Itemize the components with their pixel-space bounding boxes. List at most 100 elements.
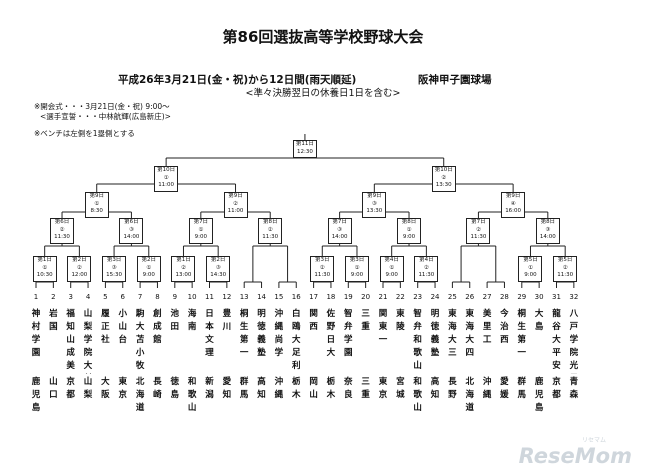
team-number: 2 <box>51 293 56 301</box>
team-prefecture: 新潟 <box>205 377 214 400</box>
team-number: 4 <box>85 293 91 301</box>
game-no: ① <box>198 226 204 233</box>
team-number: 27 <box>482 293 492 301</box>
team-number: 16 <box>291 293 301 301</box>
team-prefecture: 大阪 <box>101 377 110 400</box>
game-no: ② <box>423 264 429 271</box>
game-no: ② <box>441 174 447 181</box>
team-number: 1 <box>33 293 39 301</box>
game-no: ① <box>94 200 100 207</box>
team-prefecture: 鹿児島 <box>534 377 544 413</box>
game-day: 第4日 <box>419 257 434 263</box>
team-name: 豊川 <box>222 309 232 332</box>
team-prefecture: 徳島 <box>170 377 180 400</box>
team-prefecture: 愛媛 <box>500 377 509 400</box>
game-no: ④ <box>510 200 516 207</box>
game-time: 9:00 <box>142 272 155 278</box>
team-prefecture: 宮城 <box>396 377 405 400</box>
team-number: 31 <box>552 293 561 301</box>
team-name: 東海大四 <box>465 309 474 358</box>
game-no: ③ <box>111 264 117 271</box>
team-number: 8 <box>155 293 160 301</box>
team-name: 大島 <box>534 309 544 332</box>
schedule-subnote: <準々決勝翌日の休養日1日を含む> <box>245 88 401 99</box>
team-name: 駒大苫小牧 <box>135 309 145 371</box>
team-number: 29 <box>517 293 527 301</box>
game-no: ③ <box>545 226 551 233</box>
team-prefecture: 愛知 <box>222 377 232 400</box>
team-name: 山梨学院大付 <box>83 309 93 371</box>
team-number: 24 <box>430 293 440 301</box>
team-name: 日本文理 <box>205 309 214 358</box>
game-day: 第8日 <box>401 219 417 225</box>
team-prefecture: 群馬 <box>239 377 249 400</box>
team-number: 30 <box>534 293 544 301</box>
team-name: 創成館 <box>153 309 162 345</box>
team-name: 岩国 <box>49 309 58 332</box>
watermark-logo: ReseMom <box>518 444 632 468</box>
team-prefecture: 奈良 <box>344 377 353 400</box>
team-name: 東海大三 <box>448 309 457 358</box>
team-prefecture: 栃木 <box>291 377 301 400</box>
game-no: ② <box>475 226 481 233</box>
game-day: 第7日 <box>471 219 486 225</box>
game-time: 10:30 <box>36 272 53 278</box>
page-title: 第86回選抜高等学校野球大会 <box>222 28 424 46</box>
team-name: 三重 <box>361 309 370 332</box>
game-day: 第4日 <box>384 257 399 263</box>
game-time: 11:00 <box>158 182 175 188</box>
game-day: 第5日 <box>557 257 573 263</box>
game-day: 第7日 <box>332 219 347 225</box>
team-number: 21 <box>378 293 388 301</box>
game-day: 第3日 <box>315 257 330 263</box>
game-no: ② <box>76 264 82 271</box>
game-time: 9:00 <box>350 272 364 278</box>
game-day: 第5日 <box>523 257 538 263</box>
team-number: 20 <box>361 293 371 301</box>
game-day: 第9日 <box>89 193 104 199</box>
game-day: 第11日 <box>295 141 314 147</box>
team-number: 15 <box>274 293 284 301</box>
team-prefecture: 岡山 <box>309 377 318 400</box>
team-name: 佐野日大 <box>326 309 336 358</box>
game-no: ① <box>528 264 533 271</box>
team-prefecture: 沖縄 <box>482 377 492 400</box>
team-prefecture: 群馬 <box>517 377 527 400</box>
game-time: 14:30 <box>210 272 227 278</box>
team-number: 23 <box>413 293 423 301</box>
game-time: 11:30 <box>418 272 435 278</box>
game-no: ② <box>233 200 238 207</box>
game-time: 15:30 <box>106 272 122 278</box>
team-prefecture: 京都 <box>66 377 75 400</box>
team-name: 明徳義塾 <box>430 309 440 358</box>
game-time: 12:00 <box>71 272 88 278</box>
game-day: 第1日 <box>176 257 191 263</box>
team-prefecture: 三重 <box>361 377 370 400</box>
team-name: 八戸学院光星 <box>569 309 579 371</box>
game-day: 第6日 <box>124 219 139 225</box>
game-time: 12:30 <box>296 148 313 155</box>
game-no: ③ <box>215 264 221 271</box>
team-number: 32 <box>569 293 579 301</box>
team-number: 12 <box>222 293 232 301</box>
player-oath-note: <選手宣誓・・・中林航輝(広島新庄)> <box>40 112 171 121</box>
team-name: 沖縄尚学 <box>274 309 284 358</box>
team-number: 22 <box>395 293 405 301</box>
game-time: 11:30 <box>470 234 487 240</box>
game-no: ① <box>389 264 395 271</box>
